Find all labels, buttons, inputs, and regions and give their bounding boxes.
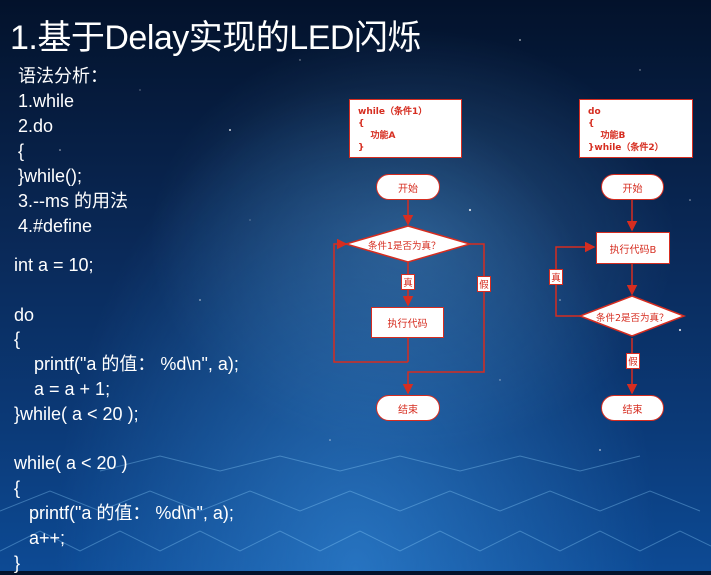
syntax-item: 2.do (18, 116, 54, 136)
code-line: printf("a 的值： %d\n", a); (14, 502, 234, 523)
while-code-line: } (358, 143, 365, 153)
code-line: printf("a 的值： %d\n", a); (14, 354, 239, 375)
code-line: { (14, 478, 21, 499)
do-false-tag: 假 (626, 353, 640, 369)
syntax-list: 语法分析： 1.while 2.do { }while(); 3.--ms 的用… (18, 64, 128, 239)
do-code-line: { (588, 119, 595, 129)
while-action-node: 执行代码 (371, 307, 444, 338)
do-code-line: }while（条件2） (588, 143, 664, 153)
code-line: a++; (14, 527, 66, 548)
code-example: int a = 10; do { printf("a 的值： %d\n", a)… (14, 253, 239, 575)
syntax-item: 3.--ms 的用法 (18, 191, 128, 211)
code-line: } (14, 552, 21, 573)
code-line: int a = 10; (14, 255, 94, 275)
do-end-node: 结束 (601, 395, 664, 421)
code-line: do (14, 304, 35, 325)
while-code-line: while（条件1） (358, 107, 428, 117)
syntax-item: 4.#define (18, 216, 93, 236)
while-false-tag: 假 (477, 276, 491, 292)
code-line: while( a < 20 ) (14, 453, 128, 474)
syntax-item: }while(); (18, 166, 83, 186)
while-code-box: while（条件1） { 功能A } (349, 99, 462, 158)
while-condition-label: 条件1是否为真？ (368, 241, 441, 252)
code-line: { (14, 329, 21, 350)
while-code-line: 功能A (358, 131, 396, 141)
do-code-line: 功能B (588, 131, 626, 141)
code-line: a = a + 1; (14, 378, 111, 399)
syntax-heading: 语法分析： (18, 66, 108, 86)
do-true-tag: 真 (549, 269, 563, 285)
condition1-diamond (343, 225, 473, 263)
do-condition-label: 条件2是否为真？ (596, 313, 669, 324)
while-start-node: 开始 (376, 174, 440, 200)
do-start-node: 开始 (601, 174, 664, 200)
do-while-code-box: do { 功能B }while（条件2） (579, 99, 693, 158)
do-action-node: 执行代码B (596, 232, 670, 264)
while-end-node: 结束 (376, 395, 440, 421)
do-code-line: do (588, 107, 601, 117)
syntax-item: { (18, 141, 25, 161)
code-line: }while( a < 20 ); (14, 403, 139, 424)
page-title: 1.基于Delay实现的LED闪烁 (10, 19, 421, 57)
syntax-item: 1.while (18, 91, 75, 111)
while-code-line: { (358, 119, 365, 129)
while-true-tag: 真 (401, 274, 415, 290)
condition2-diamond (577, 295, 687, 337)
